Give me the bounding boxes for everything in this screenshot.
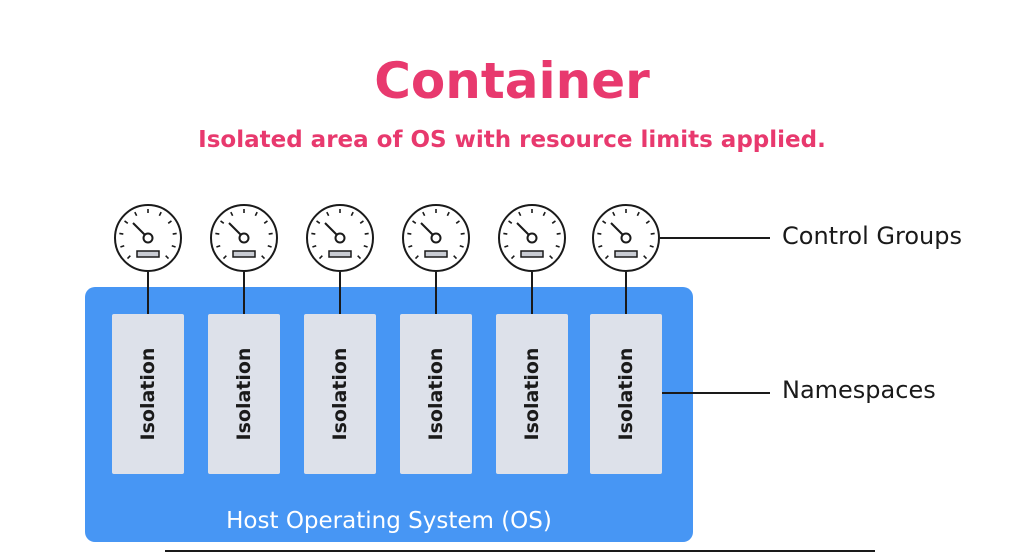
isolation-box: Isolation: [112, 314, 184, 474]
control-groups-connector: [660, 237, 770, 239]
namespaces-label: Namespaces: [782, 376, 936, 404]
gauge-connector: [147, 272, 149, 314]
isolation-box: Isolation: [400, 314, 472, 474]
container-column: Isolation: [109, 0, 187, 554]
host-os-label: Host Operating System (OS): [226, 508, 552, 534]
diagram-title: Container: [374, 52, 650, 110]
namespaces-connector: [662, 392, 770, 394]
diagram-subtitle: Isolated area of OS with resource limits…: [198, 127, 826, 153]
gauge-icon: [210, 204, 278, 272]
container-column: Isolation: [205, 0, 283, 554]
isolation-label: Isolation: [615, 347, 637, 441]
gauge-connector: [339, 272, 341, 314]
gauge-connector: [435, 272, 437, 314]
gauge-icon: [498, 204, 566, 272]
isolation-label: Isolation: [521, 347, 543, 441]
isolation-label: Isolation: [137, 347, 159, 441]
gauge-icon: [114, 204, 182, 272]
isolation-label: Isolation: [233, 347, 255, 441]
control-groups-label: Control Groups: [782, 222, 962, 250]
gauge-icon: [592, 204, 660, 272]
container-column: Isolation: [587, 0, 665, 554]
container-column: Isolation: [301, 0, 379, 554]
gauge-icon: [402, 204, 470, 272]
isolation-label: Isolation: [329, 347, 351, 441]
gauge-connector: [243, 272, 245, 314]
gauge-connector: [531, 272, 533, 314]
isolation-box: Isolation: [590, 314, 662, 474]
isolation-box: Isolation: [208, 314, 280, 474]
isolation-label: Isolation: [425, 347, 447, 441]
container-column: Isolation: [493, 0, 571, 554]
isolation-box: Isolation: [496, 314, 568, 474]
gauge-connector: [625, 272, 627, 314]
isolation-box: Isolation: [304, 314, 376, 474]
gauge-icon: [306, 204, 374, 272]
container-column: Isolation: [397, 0, 475, 554]
bottom-divider: [165, 550, 875, 552]
